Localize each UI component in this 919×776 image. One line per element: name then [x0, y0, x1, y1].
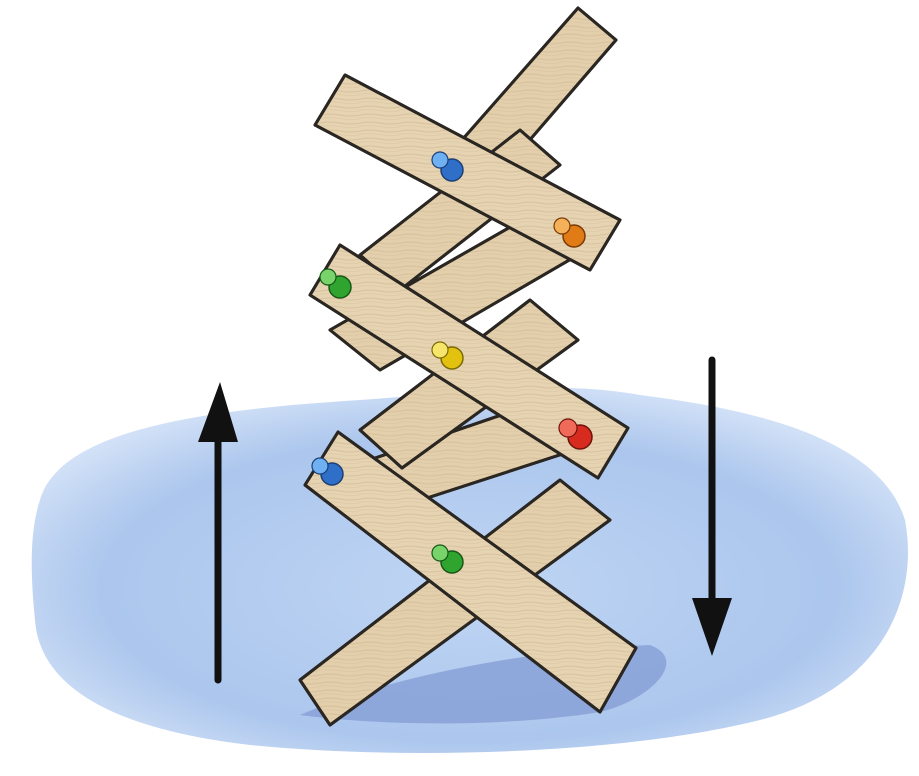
illustration-canvas: [0, 0, 919, 776]
scissor-lift-illustration: [0, 0, 919, 776]
